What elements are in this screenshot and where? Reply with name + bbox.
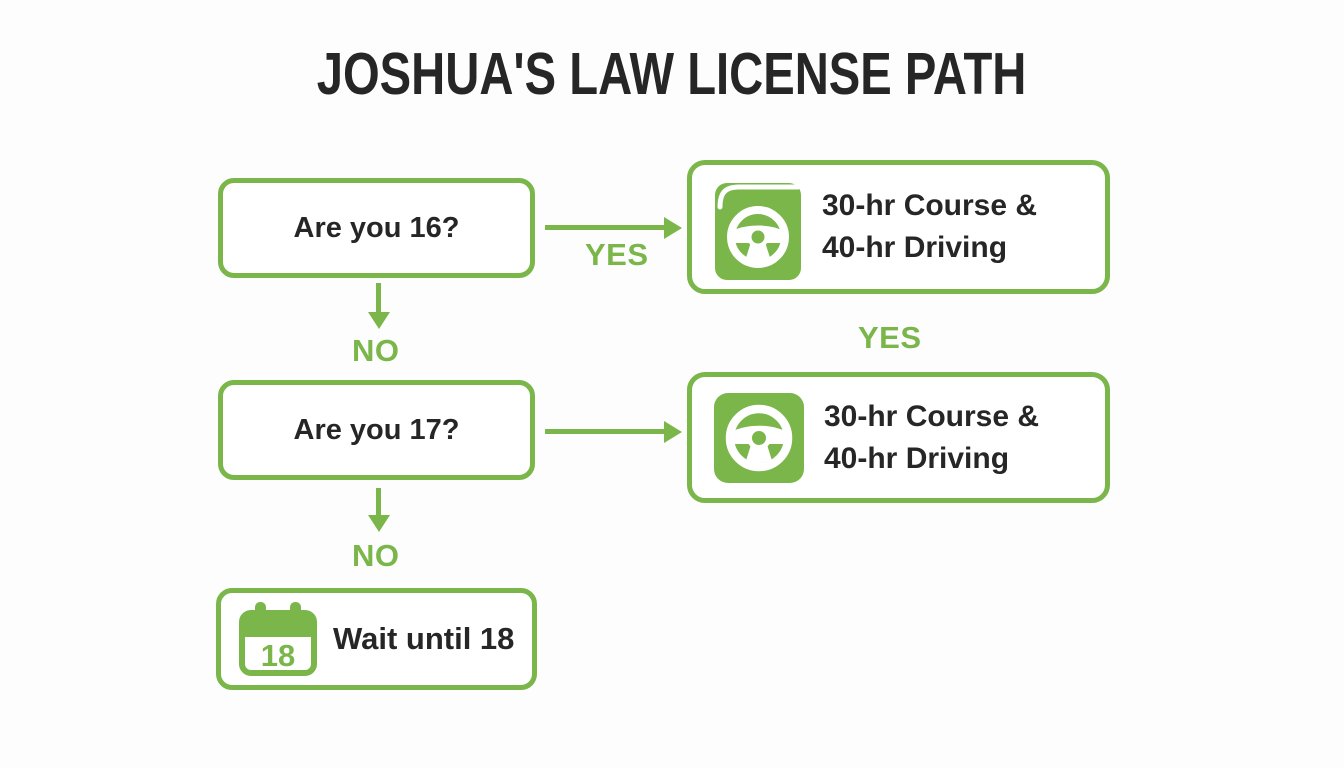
wait-box-text: Wait until 18 [333, 618, 514, 660]
result-1-line1: 30-hr Course & [822, 189, 1038, 222]
yes-arrow-1 [545, 225, 665, 230]
result-1-text: 30-hr Course & 40-hr Driving [822, 185, 1037, 269]
title-row: JOSHUA'S LAW LICENSE PATH [0, 40, 1344, 108]
no-arrow-2 [376, 488, 381, 516]
result-2-line1: 30-hr Course & [824, 399, 1040, 433]
result-1-line2: 40-hr Driving [822, 231, 1008, 264]
no-label-2: NO [352, 538, 400, 573]
wait-box: 18 Wait until 18 [216, 588, 537, 690]
no-label-1: NO [352, 333, 400, 368]
calendar-number: 18 [261, 638, 295, 673]
yes-label-1: YES [585, 237, 649, 272]
drivers-ed-book-steering-wheel-icon [715, 183, 801, 280]
calendar-18-icon: 18 [239, 602, 317, 676]
result-box-2: 30-hr Course & 40-hr Driving [687, 372, 1110, 503]
no-arrow-1 [376, 283, 381, 313]
question-16-label: Are you 16? [293, 211, 460, 244]
yes-arrow-2 [545, 429, 665, 434]
result-box-1: 30-hr Course & 40-hr Driving [687, 160, 1110, 294]
question-box-age-16: Are you 16? [218, 178, 535, 278]
wait-until-18-label: Wait until 18 [333, 621, 515, 656]
page-title: JOSHUA'S LAW LICENSE PATH [317, 41, 1027, 107]
yes-label-2: YES [858, 320, 922, 355]
result-2-line2: 40-hr Driving [824, 441, 1010, 475]
question-box-age-17: Are you 17? [218, 380, 535, 480]
result-2-text: 30-hr Course & 40-hr Driving [824, 396, 1039, 480]
question-17-label: Are you 17? [293, 413, 460, 446]
steering-wheel-icon [714, 392, 804, 483]
